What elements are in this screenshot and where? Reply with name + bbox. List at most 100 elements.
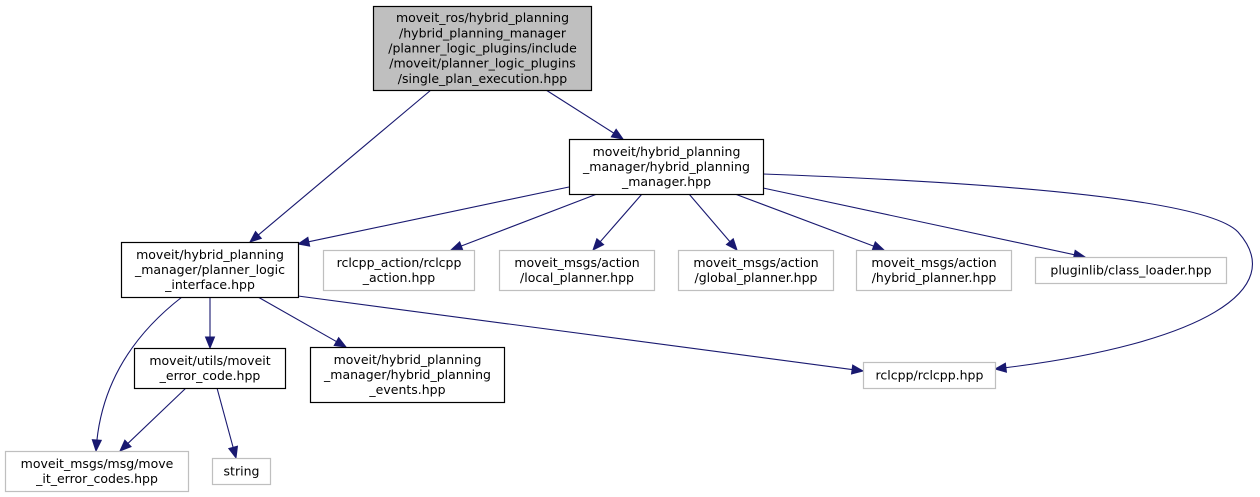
node-box	[120, 241, 300, 299]
arrowhead-icon	[592, 237, 605, 251]
node-label-line: /hybrid_planning_manager	[399, 25, 567, 40]
edge-pli-to-events	[257, 296, 348, 348]
arrowhead-icon	[449, 240, 464, 251]
node-events[interactable]: moveit/hybrid_planning_manager/hybrid_pl…	[309, 346, 506, 404]
edge-pli-to-rclcpp	[297, 295, 865, 375]
node-error-code[interactable]: moveit/utils/moveit_error_code.hpp	[133, 347, 287, 390]
arrowhead-icon	[850, 364, 865, 375]
edge-hpm-to-rclcpp	[762, 173, 1253, 373]
node-rclcpp-action: rclcpp_action/rclcpp_action.hpp	[322, 249, 476, 292]
node-hpm[interactable]: moveit/hybrid_planning_manager/hybrid_pl…	[568, 138, 765, 196]
edge-pli-to-error_code	[204, 297, 216, 350]
edge-line	[119, 387, 187, 452]
arrowhead-icon	[248, 230, 263, 243]
node-label-line: _manager/planner_logic	[134, 262, 285, 277]
edge-error_code-to-string	[216, 387, 239, 460]
arrowhead-icon	[333, 336, 348, 348]
edge-line	[257, 296, 347, 348]
edge-root-to-pli	[248, 89, 432, 243]
arrowhead-icon	[871, 241, 886, 251]
edge-line	[297, 295, 864, 372]
node-box	[309, 346, 506, 404]
edge-hpm-to-local_planner	[592, 193, 643, 251]
node-label-line: rclcpp/rclcpp.hpp	[876, 368, 984, 383]
edge-error_code-to-error_codes_msg	[119, 387, 187, 452]
node-error-codes-msg: moveit_msgs/msg/move_it_error_codes.hpp	[4, 450, 190, 493]
arrowhead-icon	[91, 439, 103, 453]
node-label-line: string	[224, 464, 260, 479]
node-box	[855, 249, 1013, 292]
node-label-line: _manager/hybrid_planning	[582, 159, 750, 174]
node-rclcpp: rclcpp/rclcpp.hpp	[862, 361, 997, 390]
node-label-line: _manager/hybrid_planning	[323, 367, 491, 382]
node-pli[interactable]: moveit/hybrid_planning_manager/planner_l…	[120, 241, 300, 299]
node-label-line: _manager.hpp	[621, 174, 711, 189]
node-string: string	[211, 457, 272, 486]
node-box	[372, 5, 593, 92]
edge-line	[297, 186, 570, 245]
edges-layer	[91, 89, 1253, 460]
arrowhead-icon	[725, 237, 738, 252]
arrowhead-icon	[610, 128, 625, 140]
edge-pli-to-error_codes_msg	[91, 296, 183, 453]
node-box	[568, 138, 765, 196]
edge-line	[216, 387, 237, 459]
edge-line	[762, 173, 1253, 370]
arrowhead-icon	[119, 439, 132, 452]
node-box	[677, 249, 835, 292]
edge-line	[592, 193, 643, 251]
node-box	[4, 450, 190, 493]
node-label-line: _error_code.hpp	[159, 368, 261, 383]
node-global-planner: moveit_msgs/action/global_planner.hpp	[677, 249, 835, 292]
node-label-line: moveit/hybrid_planning	[334, 352, 482, 367]
node-label-line: _it_error_codes.hpp	[35, 471, 158, 486]
node-label-line: moveit/utils/moveit	[149, 353, 270, 368]
edge-line	[762, 187, 1086, 258]
node-box	[1034, 256, 1228, 285]
edge-hpm-to-global_planner	[688, 193, 738, 252]
node-box	[498, 249, 656, 292]
edge-hpm-to-hybrid_planner	[734, 193, 886, 251]
node-label-line: _interface.hpp	[164, 277, 255, 292]
arrowhead-icon	[227, 445, 239, 460]
node-class-loader: pluginlib/class_loader.hpp	[1034, 256, 1228, 285]
edge-hpm-to-class_loader	[762, 187, 1087, 260]
node-box	[211, 457, 272, 486]
node-label-line: _events.hpp	[368, 382, 445, 397]
edge-hpm-to-rclcpp_action	[449, 193, 598, 251]
node-label-line: moveit_msgs/action	[693, 255, 818, 270]
node-label-line: moveit_msgs/action	[514, 255, 639, 270]
node-label-line: pluginlib/class_loader.hpp	[1050, 263, 1211, 278]
node-label-line: /single_plan_execution.hpp	[398, 71, 567, 86]
node-local-planner: moveit_msgs/action/local_planner.hpp	[498, 249, 656, 292]
node-label-line: moveit_msgs/action	[871, 255, 996, 270]
edge-line	[734, 193, 885, 251]
node-box	[133, 347, 287, 390]
node-label-line: moveit/hybrid_planning	[593, 144, 741, 159]
node-root[interactable]: moveit_ros/hybrid_planning/hybrid_planni…	[372, 5, 593, 92]
node-label-line: /local_planner.hpp	[520, 270, 634, 285]
edge-line	[249, 89, 432, 243]
node-hybrid-planner: moveit_msgs/action/hybrid_planner.hpp	[855, 249, 1013, 292]
arrowhead-icon	[296, 236, 311, 247]
node-label-line: moveit/hybrid_planning	[136, 247, 284, 262]
edge-line	[450, 193, 598, 251]
node-box	[322, 249, 476, 292]
nodes-layer: moveit_ros/hybrid_planning/hybrid_planni…	[4, 5, 1228, 493]
node-label-line: /moveit/planner_logic_plugins	[389, 56, 576, 71]
node-label-line: /hybrid_planner.hpp	[872, 270, 997, 285]
node-label-line: /global_planner.hpp	[695, 270, 818, 285]
edge-root-to-hpm	[545, 89, 625, 140]
arrowhead-icon	[993, 362, 1008, 373]
node-label-line: moveit_ros/hybrid_planning	[396, 10, 569, 25]
node-label-line: rclcpp_action/rclcpp	[337, 255, 462, 270]
edge-line	[545, 89, 624, 140]
node-label-line: _action.hpp	[362, 270, 436, 285]
arrowhead-icon	[204, 336, 216, 350]
edge-line	[95, 296, 183, 452]
node-label-line: /planner_logic_plugins/include	[388, 41, 577, 56]
node-box	[862, 361, 997, 390]
node-label-line: moveit_msgs/msg/move	[21, 456, 174, 471]
edge-line	[688, 193, 738, 251]
